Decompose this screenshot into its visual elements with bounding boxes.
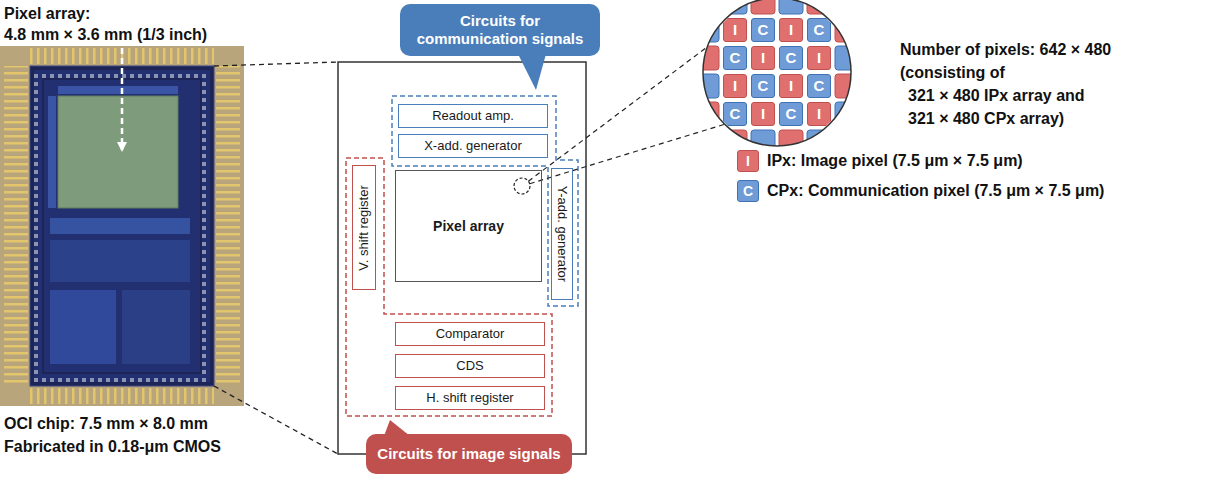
block-label: X-add. generator: [424, 138, 522, 154]
block-label: V. shift register: [356, 185, 372, 271]
pixel-letter: I: [761, 50, 765, 66]
block-label: Comparator: [436, 326, 505, 342]
pixel-cell: [695, 130, 719, 154]
circuit-block: [122, 290, 190, 364]
pixel-cell: I: [807, 46, 831, 70]
process-note: Fabricated in 0.18-μm CMOS: [4, 437, 221, 457]
pointer-arrow: [121, 48, 124, 150]
circuit-block: CDS: [395, 354, 545, 378]
pixel-letter: I: [817, 106, 821, 122]
magnify-line: [528, 47, 707, 182]
pixel-cell: I: [779, 18, 803, 42]
pad-ring: [202, 78, 210, 374]
magnify-line: [530, 124, 725, 183]
pixel-cell: C: [723, 46, 747, 70]
pixel-letter: C: [814, 78, 825, 94]
circuit-block: Readout amp.: [398, 104, 548, 128]
bond-wires: [216, 66, 240, 386]
pixel-cell: I: [779, 74, 803, 98]
pad-ring: [34, 78, 42, 374]
magnifier-circle: [703, 0, 851, 146]
circuit-strip: [48, 96, 56, 208]
pixel-array-block: Pixel array: [395, 170, 542, 282]
pixel-cell: C: [807, 18, 831, 42]
projection-line: [214, 386, 338, 454]
block-label: H. shift register: [426, 390, 513, 406]
pixel-cell: [695, 0, 719, 14]
circuit-block: [50, 240, 190, 282]
chip-outline: [338, 62, 586, 454]
pixel-cell: [835, 0, 859, 14]
circuit-block: [50, 290, 116, 364]
pixel-letter: I: [789, 78, 793, 94]
circuit-block: Y-add. generator: [551, 168, 573, 300]
pixel-letter: C: [758, 78, 769, 94]
circuit-block: Comparator: [395, 322, 545, 346]
pixel-letter: I: [733, 78, 737, 94]
photo-pixel-array: [58, 96, 178, 208]
pixel-cell: I: [751, 46, 775, 70]
projection-line: [214, 62, 338, 66]
magnified-pixels: [695, 0, 859, 154]
pixel-letter: C: [786, 106, 797, 122]
swatch-letter: C: [737, 180, 759, 202]
callout-bubble: Circuits for communication signals: [400, 4, 600, 56]
bond-wires: [4, 66, 28, 386]
pixel-letter: C: [786, 50, 797, 66]
image-group: [346, 158, 552, 416]
block-label: Pixel array: [433, 218, 504, 234]
chip-note: OCI chip: 7.5 mm × 8.0 mm: [4, 414, 208, 434]
callout-text: Circuits for communication signals: [408, 12, 592, 48]
callout-text: Circuits for image signals: [377, 445, 560, 463]
pixel-letter: I: [733, 22, 737, 38]
pixel-cell: C: [751, 74, 775, 98]
swatch-letter: I: [737, 150, 759, 172]
pixel-cell: C: [779, 46, 803, 70]
magnify-spot: [514, 178, 530, 194]
callout-bubble: Circuits for image signals: [366, 434, 572, 474]
pixel-cell: C: [779, 102, 803, 126]
block-label: Y-add. generator: [554, 186, 570, 282]
pixel-count-detail: (consisting of: [900, 63, 1005, 83]
legend-text: IPx: Image pixel (7.5 μm × 7.5 μm): [767, 150, 1023, 172]
pixel-letter: C: [814, 22, 825, 38]
pixel-letter: I: [817, 50, 821, 66]
pixel-cell: I: [723, 18, 747, 42]
pixel-letter: C: [730, 50, 741, 66]
communication-group: [392, 96, 578, 306]
pixel-cell: I: [807, 102, 831, 126]
block-label: Readout amp.: [432, 108, 514, 124]
pixel-count-detail: 321 × 480 IPx array and: [908, 86, 1085, 106]
pixel-letter: I: [761, 106, 765, 122]
annotation-heading: Pixel array:: [4, 4, 90, 24]
pixel-letter: I: [789, 22, 793, 38]
pad-ring: [34, 374, 210, 382]
pixel-count: Number of pixels: 642 × 480: [900, 40, 1111, 60]
pixel-letter: C: [730, 106, 741, 122]
pixel-letter: C: [758, 22, 769, 38]
pixel-count-detail: 321 × 480 CPx array): [908, 109, 1064, 129]
pixel-cell: I: [723, 74, 747, 98]
chip-photo: [0, 46, 244, 406]
bond-wires: [30, 388, 214, 404]
legend-text: CPx: Communication pixel (7.5 μm × 7.5 μ…: [767, 180, 1104, 202]
pixel-cell: [835, 130, 859, 154]
package-body: [0, 46, 244, 406]
dimension-note: 4.8 mm × 3.6 mm (1/3 inch): [4, 25, 207, 45]
pixel-cell: C: [723, 102, 747, 126]
block-label: CDS: [456, 358, 483, 374]
lens-ground: [700, 0, 854, 149]
callout-tail: [518, 54, 546, 90]
circuit-block: [50, 218, 190, 234]
circuit-block: V. shift register: [352, 165, 376, 290]
circuit-strip: [58, 86, 178, 94]
circuit-block: H. shift register: [395, 386, 545, 410]
pixel-cell: C: [751, 18, 775, 42]
pixel-cell: C: [807, 74, 831, 98]
circuit-block: X-add. generator: [398, 134, 548, 158]
pixel-cell: I: [751, 102, 775, 126]
